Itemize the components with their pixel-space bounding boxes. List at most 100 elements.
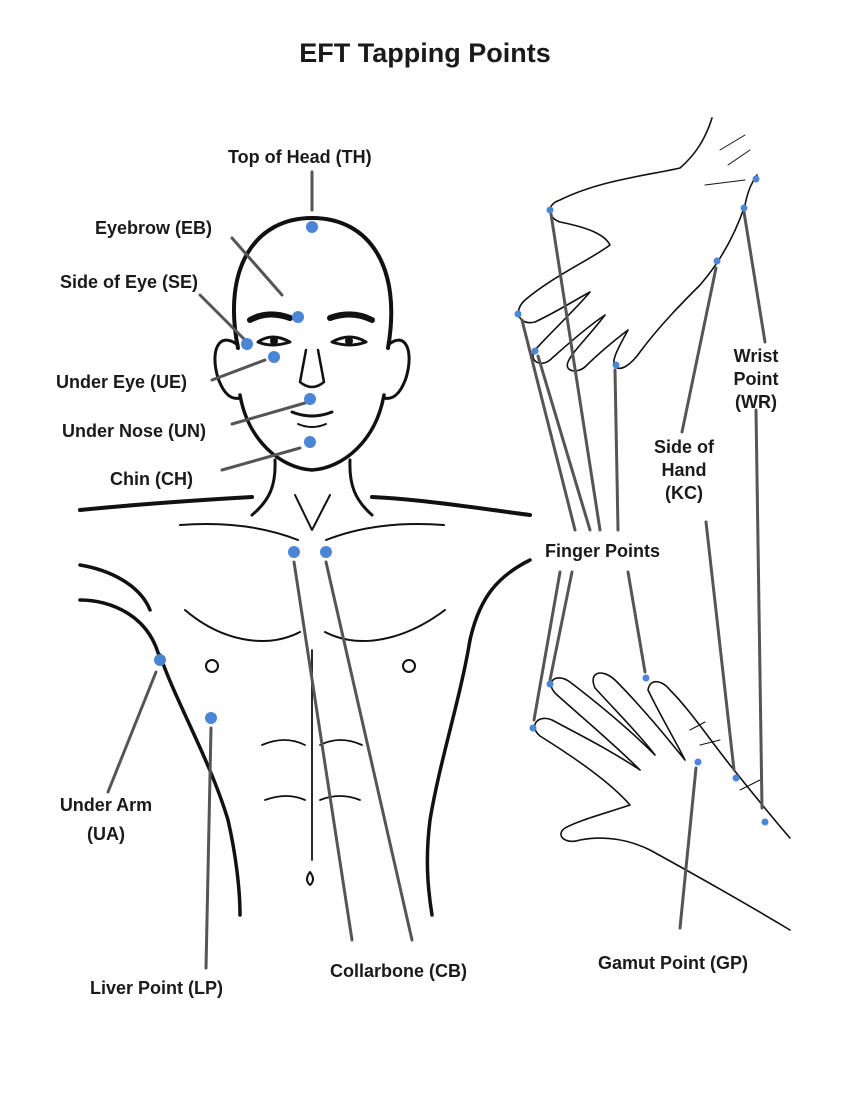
- label-wrist-point-line-1: Wrist: [733, 346, 779, 366]
- point-finger-lower-2: [529, 724, 537, 732]
- point-side-of-eye: [241, 338, 253, 350]
- leader-gamut: [678, 766, 698, 930]
- diagram-title: EFT Tapping Points: [299, 38, 551, 68]
- abs-row-2: [264, 795, 361, 801]
- right-collarbone: [325, 522, 445, 541]
- label-side-of-eye: Side of Eye (SE): [60, 272, 199, 292]
- right-pec: [324, 609, 446, 642]
- point-finger-pinky-upper: [514, 310, 522, 318]
- navel: [306, 871, 314, 886]
- point-finger-thumb-upper: [546, 206, 554, 214]
- label-side-of-hand-line-3: (KC): [665, 483, 703, 503]
- leader-side-of-eye: [198, 293, 247, 342]
- leader-liver-point: [204, 726, 213, 970]
- point-side-of-hand-lower: [732, 774, 740, 782]
- label-chin: Chin (CH): [110, 469, 193, 489]
- lower-lip: [297, 423, 327, 428]
- label-eyebrow: Eyebrow (EB): [95, 218, 213, 238]
- point-collarbone-left: [288, 546, 300, 558]
- right-arm-outer: [468, 558, 532, 642]
- leader-finger-4: [613, 368, 620, 532]
- leader-wrist-down: [754, 408, 764, 810]
- label-wrist-point-line-3: (WR): [735, 392, 777, 412]
- label-under-arm: Under Arm (UA): [50, 794, 162, 846]
- point-under-arm: [154, 654, 166, 666]
- label-finger-points: Finger Points: [545, 541, 661, 561]
- neck-right: [348, 458, 374, 517]
- left-eye: [256, 335, 292, 347]
- torso-left: [158, 653, 242, 917]
- label-gamut-point: Gamut Point (GP): [598, 953, 748, 973]
- leader-wrist-up: [742, 210, 767, 344]
- point-collarbone-right: [320, 546, 332, 558]
- point-liver: [205, 712, 217, 724]
- upper-hand-outline: [517, 117, 758, 372]
- leader-collarbone-1: [292, 560, 354, 942]
- right-eye: [330, 335, 368, 347]
- leader-chin: [220, 446, 302, 472]
- point-under-eye: [268, 351, 280, 363]
- label-side-of-hand: Side of Hand (KC): [640, 436, 728, 505]
- point-chin: [304, 436, 316, 448]
- leader-under-eye: [210, 358, 267, 382]
- leader-finger-7: [626, 570, 647, 674]
- label-under-nose: Under Nose (UN): [62, 421, 207, 441]
- label-side-of-hand-line-2: Hand: [661, 460, 707, 480]
- lower-hand: [534, 672, 791, 931]
- leader-eyebrow: [230, 236, 284, 297]
- right-nipple: [402, 659, 416, 673]
- point-finger-lower-1: [546, 680, 554, 688]
- right-pupil: [345, 337, 353, 345]
- leader-collarbone-2: [324, 560, 414, 942]
- right-ear: [382, 338, 411, 400]
- leader-lines: [106, 170, 767, 970]
- label-top-of-head: Top of Head (TH): [228, 147, 372, 167]
- label-under-arm-line-1: Under Arm: [59, 795, 153, 815]
- right-shoulder: [370, 495, 532, 517]
- leader-finger-1: [549, 212, 602, 532]
- label-under-arm-line-2: (UA): [87, 824, 125, 844]
- upper-hand: [517, 117, 758, 372]
- point-top-of-head: [306, 221, 318, 233]
- left-pupil: [270, 337, 278, 345]
- leader-under-nose: [230, 401, 307, 426]
- tapping-points: [154, 175, 769, 826]
- torso-right: [425, 638, 472, 917]
- head-outline: [232, 216, 394, 350]
- point-eyebrow: [292, 311, 304, 323]
- point-gamut: [694, 758, 702, 766]
- point-finger-ring-upper: [531, 347, 539, 355]
- left-arm-inner: [78, 598, 162, 662]
- leader-side-of-hand-down: [704, 520, 736, 772]
- label-liver-point: Liver Point (LP): [90, 978, 224, 998]
- point-wrist-lower: [761, 818, 769, 826]
- point-under-nose: [304, 393, 316, 405]
- label-side-of-hand-line-1: Side of: [653, 437, 714, 457]
- leader-finger-3: [536, 354, 592, 532]
- neck-left: [250, 458, 277, 517]
- neck-center: [294, 494, 331, 531]
- leader-finger-5: [548, 570, 574, 682]
- left-shoulder: [78, 495, 254, 512]
- lower-hand-outline: [534, 672, 791, 931]
- jaw: [238, 393, 386, 472]
- point-wrist-upper-1: [740, 204, 748, 212]
- nose: [298, 348, 326, 389]
- left-nipple: [205, 659, 219, 673]
- point-side-of-hand-upper: [713, 257, 721, 265]
- leader-finger-2: [520, 318, 577, 532]
- body-figure: [78, 216, 532, 917]
- left-pec: [184, 609, 301, 642]
- leader-under-arm: [106, 670, 158, 794]
- point-wrist-upper-2: [752, 175, 760, 183]
- leader-side-of-hand-up: [680, 266, 718, 434]
- left-arm-outer: [78, 563, 152, 612]
- point-finger-index-upper: [612, 361, 620, 369]
- left-collarbone: [179, 522, 299, 541]
- label-wrist-point-line-2: Point: [733, 369, 779, 389]
- label-wrist-point: Wrist Point (WR): [720, 345, 792, 414]
- leader-finger-6: [532, 570, 562, 722]
- mouth: [290, 410, 334, 418]
